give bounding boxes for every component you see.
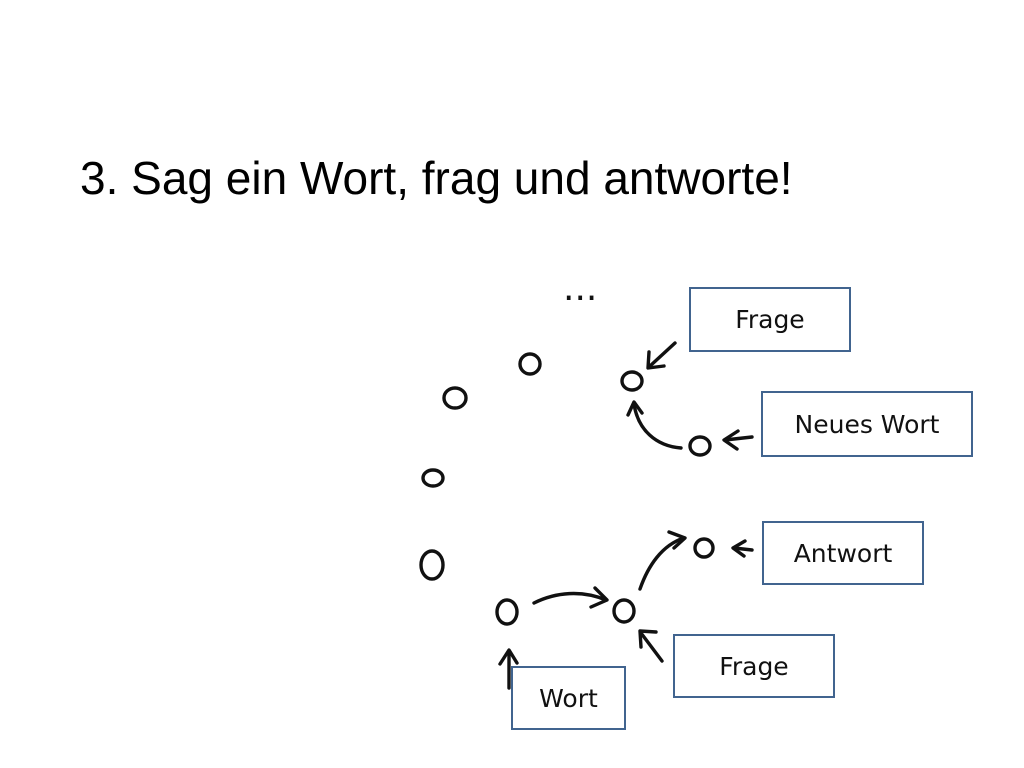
ellipsis-text: ...	[563, 268, 597, 309]
arrow-circle2-to-circle3	[638, 530, 687, 591]
circle-7	[518, 352, 542, 376]
label-wort-text: Wort	[539, 683, 598, 713]
arrow-neues-wort	[722, 429, 754, 451]
arrows	[498, 341, 754, 690]
label-neues-wort-text: Neues Wort	[794, 409, 940, 439]
circle-2	[612, 598, 636, 624]
label-antwort: Antwort	[762, 521, 924, 585]
circle-4	[419, 549, 445, 581]
circle-3	[693, 537, 715, 559]
arrow-frage-bottom	[638, 629, 664, 663]
circle-6	[442, 386, 468, 410]
word-circles	[419, 352, 715, 626]
label-antwort-text: Antwort	[793, 538, 893, 568]
label-wort: Wort	[511, 666, 626, 730]
circle-1	[495, 598, 519, 626]
circle-8	[620, 370, 644, 392]
label-frage-bottom-text: Frage	[719, 651, 789, 681]
circle-5	[421, 468, 445, 488]
label-frage-top: Frage	[689, 287, 851, 352]
label-frage-top-text: Frage	[735, 305, 805, 334]
arrow-antwort	[731, 539, 754, 558]
ellipsis-dots: ...	[563, 268, 597, 309]
arrow-circle1-to-circle2	[532, 586, 609, 609]
circle-9	[688, 435, 712, 457]
label-frage-bottom: Frage	[673, 634, 835, 698]
arrow-frage-top	[646, 341, 677, 370]
arrow-circle9-to-circle8	[626, 400, 683, 450]
slide-title: 3. Sag ein Wort, frag und antworte!	[80, 152, 793, 204]
label-neues-wort: Neues Wort	[761, 391, 973, 457]
arrow-wort-up	[498, 648, 519, 690]
